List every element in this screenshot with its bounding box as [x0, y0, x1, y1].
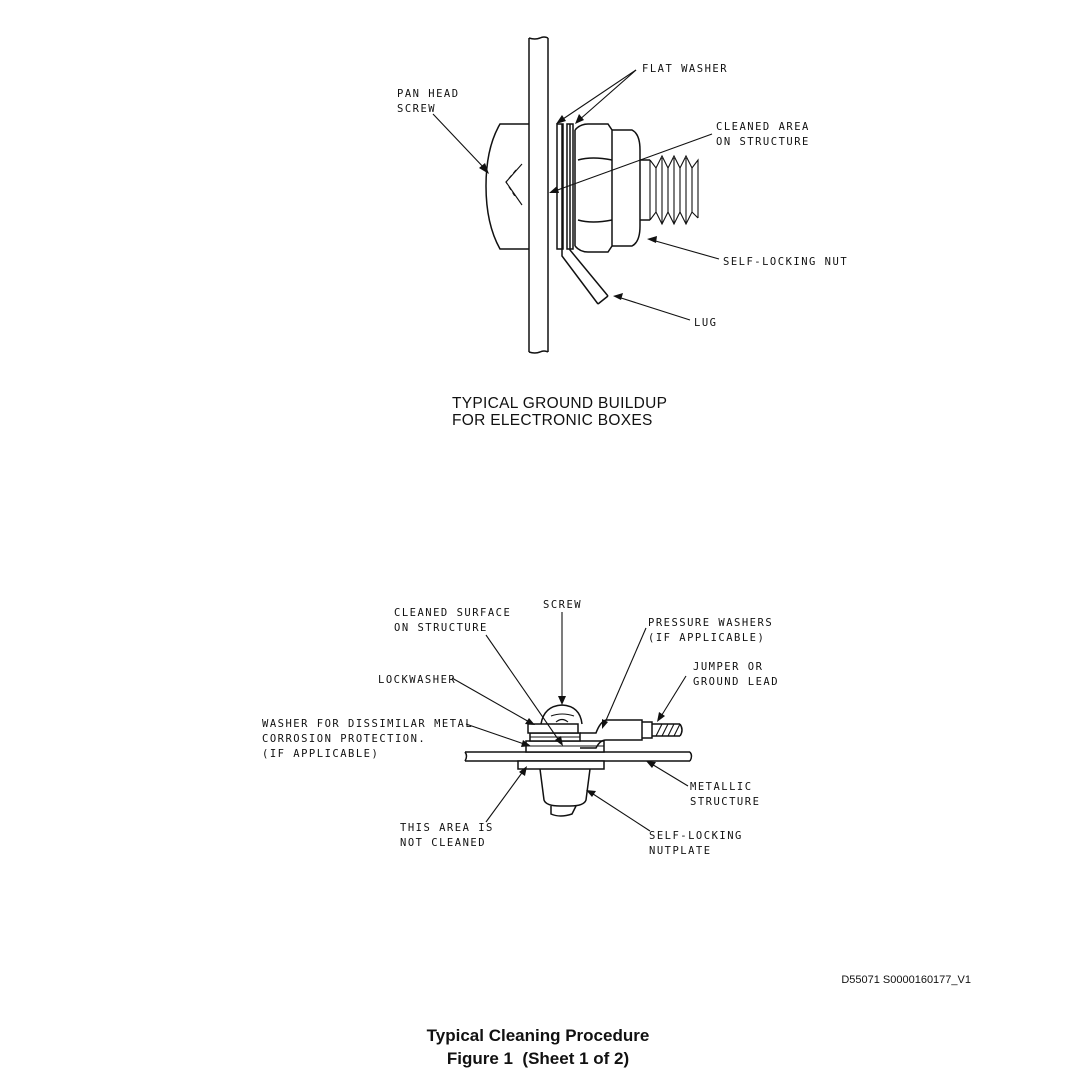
reference-code: D55071 S0000160177_V1: [841, 974, 971, 986]
self-locking-nut: [574, 123, 641, 253]
label-not-cleaned-line2: NOT CLEANED: [400, 837, 486, 849]
top-leader-lines: [432, 69, 720, 321]
screw-head: [540, 704, 583, 725]
label-self-locking-nut: SELF-LOCKING NUT: [723, 256, 848, 268]
label-metallic-structure-line1: METALLIC: [690, 781, 753, 793]
label-washer-dissimilar-line3: (IF APPLICABLE): [262, 748, 379, 760]
label-nutplate-line1: SELF-LOCKING: [649, 830, 743, 842]
label-cleaned-area-line1: CLEANED AREA: [716, 121, 810, 133]
self-locking-nutplate: [517, 760, 605, 817]
ground-lead-terminal: [580, 719, 653, 749]
jumper-wire: [652, 723, 683, 737]
label-flat-washer: FLAT WASHER: [642, 63, 728, 75]
top-caption-line2: FOR ELECTRONIC BOXES: [452, 412, 653, 429]
label-pressure-washers-line2: (IF APPLICABLE): [648, 632, 765, 644]
label-cleaned-surface-line1: CLEANED SURFACE: [394, 607, 511, 619]
cleaning-surface-diagram: SCREW CLEANED SURFACE ON STRUCTURE PRESS…: [262, 599, 779, 857]
label-cleaned-area-line2: ON STRUCTURE: [716, 136, 810, 148]
label-nutplate-line2: NUTPLATE: [649, 845, 712, 857]
washer-stack: [525, 723, 605, 753]
figure-subtitle: Figure 1 (Sheet 1 of 2): [447, 1049, 629, 1068]
label-pan-head-screw-line2: SCREW: [397, 103, 436, 115]
threaded-stud: [640, 154, 699, 226]
label-lockwasher: LOCKWASHER: [378, 674, 456, 686]
figure-title: Typical Cleaning Procedure: [427, 1026, 650, 1045]
pan-head-screw: [485, 123, 529, 250]
label-not-cleaned-line1: THIS AREA IS: [400, 822, 494, 834]
label-washer-dissimilar-line2: CORROSION PROTECTION.: [262, 733, 426, 745]
lug: [561, 124, 609, 305]
label-pan-head-screw-line1: PAN HEAD: [397, 88, 460, 100]
label-metallic-structure-line2: STRUCTURE: [690, 796, 760, 808]
label-cleaned-surface-line2: ON STRUCTURE: [394, 622, 488, 634]
label-screw: SCREW: [543, 599, 582, 611]
bottom-leader-lines: [451, 612, 689, 832]
structure-plate: [528, 36, 549, 354]
label-washer-dissimilar-line1: WASHER FOR DISSIMILAR METAL: [262, 718, 473, 730]
metallic-structure: [464, 751, 693, 762]
top-caption-line1: TYPICAL GROUND BUILDUP: [452, 395, 667, 412]
ground-buildup-diagram: FLAT WASHER PAN HEAD SCREW CLEANED AREA …: [397, 36, 848, 429]
label-jumper-line2: GROUND LEAD: [693, 676, 779, 688]
label-pressure-washers-line1: PRESSURE WASHERS: [648, 617, 773, 629]
label-jumper-line1: JUMPER OR: [693, 661, 763, 673]
label-lug: LUG: [694, 317, 717, 329]
